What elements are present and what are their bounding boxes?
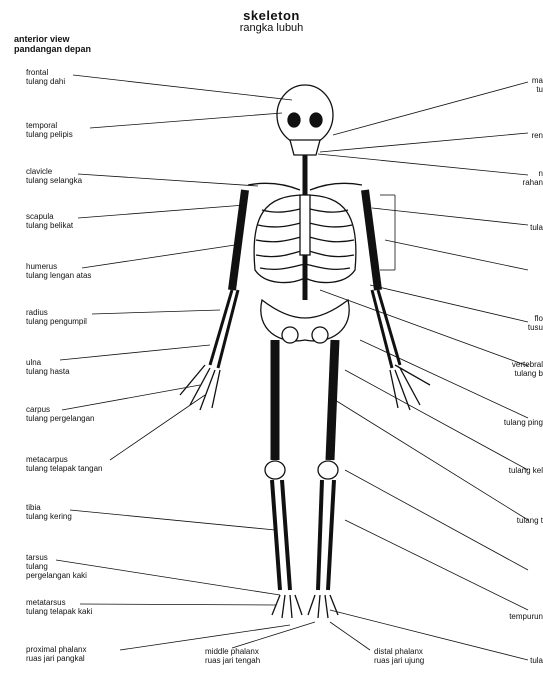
label-right-6: vertebral tulang b bbox=[512, 360, 543, 378]
label-scapula-id: tulang belikat bbox=[26, 221, 73, 230]
clavicle-right bbox=[310, 183, 362, 190]
label-right-6-en: vertebral bbox=[512, 360, 543, 369]
foot-right bbox=[308, 595, 338, 618]
label-right-3-en: n bbox=[523, 169, 543, 178]
clavicle-left bbox=[248, 183, 300, 190]
label-proximal-phalanx-id: ruas jari pangkal bbox=[26, 654, 86, 663]
label-right-8-id: tulang kel bbox=[509, 466, 543, 475]
forearm-left bbox=[210, 290, 238, 368]
label-distal-phalanx: distal phalanx ruas jari ujung bbox=[374, 647, 424, 665]
label-tarsus-cont: pergelangan kaki bbox=[26, 571, 87, 580]
label-carpus-id: tulang pergelangan bbox=[26, 414, 95, 423]
tibia-fibula-left bbox=[272, 480, 290, 590]
label-right-6-id: tulang b bbox=[512, 369, 543, 378]
label-tarsus: tarsus tulang bbox=[26, 553, 48, 571]
label-tarsus-id: tulang bbox=[26, 562, 48, 571]
pelvis bbox=[261, 300, 349, 341]
label-temporal-id: tulang pelipis bbox=[26, 130, 73, 139]
label-metatarsus: metatarsus tulang telapak kaki bbox=[26, 598, 92, 616]
patella-left bbox=[265, 461, 285, 479]
label-frontal: frontal tulang dahi bbox=[26, 68, 65, 86]
label-right-2-id: ren bbox=[531, 131, 543, 140]
label-right-4-id: tula bbox=[530, 223, 543, 232]
label-right-10: tempurun bbox=[509, 612, 543, 621]
skeleton-figure bbox=[180, 85, 430, 618]
foot-left bbox=[272, 595, 302, 618]
label-carpus: carpus tulang pergelangan bbox=[26, 405, 95, 423]
label-right-5: flo tusu bbox=[528, 314, 543, 332]
label-right-1: ma tu bbox=[532, 76, 543, 94]
label-tibia: tibia tulang kering bbox=[26, 503, 72, 521]
eye-socket-left bbox=[288, 113, 300, 127]
label-temporal: temporal tulang pelipis bbox=[26, 121, 73, 139]
patella-right bbox=[318, 461, 338, 479]
label-right-5-id: tusu bbox=[528, 323, 543, 332]
eye-socket-right bbox=[310, 113, 322, 127]
label-proximal-phalanx-en: proximal phalanx bbox=[26, 645, 86, 654]
label-frontal-en: frontal bbox=[26, 68, 65, 77]
tibia-fibula-right bbox=[318, 480, 334, 590]
label-radius-id: tulang pengumpil bbox=[26, 317, 87, 326]
label-humerus: humerus tulang lengan atas bbox=[26, 262, 91, 280]
label-right-11: tula bbox=[530, 656, 543, 665]
leader-lines bbox=[56, 75, 528, 660]
label-metacarpus: metacarpus tulang telapak tangan bbox=[26, 455, 103, 473]
humerus-right bbox=[365, 190, 378, 290]
label-ulna-en: ulna bbox=[26, 358, 70, 367]
label-right-1-en: ma bbox=[532, 76, 543, 85]
label-middle-phalanx-en: middle phalanx bbox=[205, 647, 260, 656]
pelvis-foramen-left bbox=[282, 327, 298, 343]
label-tibia-en: tibia bbox=[26, 503, 72, 512]
label-humerus-en: humerus bbox=[26, 262, 91, 271]
label-tarsus-id-cont: pergelangan kaki bbox=[26, 571, 87, 580]
label-distal-phalanx-id: ruas jari ujung bbox=[374, 656, 424, 665]
label-metatarsus-en: metatarsus bbox=[26, 598, 92, 607]
label-radius-en: radius bbox=[26, 308, 87, 317]
label-right-11-id: tula bbox=[530, 656, 543, 665]
label-distal-phalanx-en: distal phalanx bbox=[374, 647, 424, 656]
label-scapula: scapula tulang belikat bbox=[26, 212, 73, 230]
label-right-8: tulang kel bbox=[509, 466, 543, 475]
label-right-9-id: tulang t bbox=[517, 516, 543, 525]
label-humerus-id: tulang lengan atas bbox=[26, 271, 91, 280]
label-right-2: ren bbox=[531, 131, 543, 140]
label-proximal-phalanx: proximal phalanx ruas jari pangkal bbox=[26, 645, 86, 663]
label-right-7-id: tulang ping bbox=[504, 418, 543, 427]
label-clavicle-en: clavicle bbox=[26, 167, 82, 176]
label-ulna-id: tulang hasta bbox=[26, 367, 70, 376]
label-right-3-id: rahan bbox=[523, 178, 543, 187]
label-right-10-id: tempurun bbox=[509, 612, 543, 621]
label-middle-phalanx: middle phalanx ruas jari tengah bbox=[205, 647, 260, 665]
label-right-1-id: tu bbox=[532, 85, 543, 94]
label-right-4: tula bbox=[530, 223, 543, 232]
mandible bbox=[290, 140, 320, 155]
label-temporal-en: temporal bbox=[26, 121, 73, 130]
label-metatarsus-id: tulang telapak kaki bbox=[26, 607, 92, 616]
hand-right bbox=[390, 365, 430, 410]
pelvis-foramen-right bbox=[312, 327, 328, 343]
label-frontal-id: tulang dahi bbox=[26, 77, 65, 86]
label-ulna: ulna tulang hasta bbox=[26, 358, 70, 376]
label-metacarpus-id: tulang telapak tangan bbox=[26, 464, 103, 473]
label-tibia-id: tulang kering bbox=[26, 512, 72, 521]
label-carpus-en: carpus bbox=[26, 405, 95, 414]
label-metacarpus-en: metacarpus bbox=[26, 455, 103, 464]
label-right-9: tulang t bbox=[517, 516, 543, 525]
label-clavicle-id: tulang selangka bbox=[26, 176, 82, 185]
label-middle-phalanx-id: ruas jari tengah bbox=[205, 656, 260, 665]
skull bbox=[277, 85, 333, 145]
label-right-5-en: flo bbox=[528, 314, 543, 323]
label-scapula-en: scapula bbox=[26, 212, 73, 221]
label-tarsus-en: tarsus bbox=[26, 553, 48, 562]
label-right-7: tulang ping bbox=[504, 418, 543, 427]
femur-right bbox=[330, 340, 335, 460]
label-right-3: n rahan bbox=[523, 169, 543, 187]
label-clavicle: clavicle tulang selangka bbox=[26, 167, 82, 185]
label-radius: radius tulang pengumpil bbox=[26, 308, 87, 326]
